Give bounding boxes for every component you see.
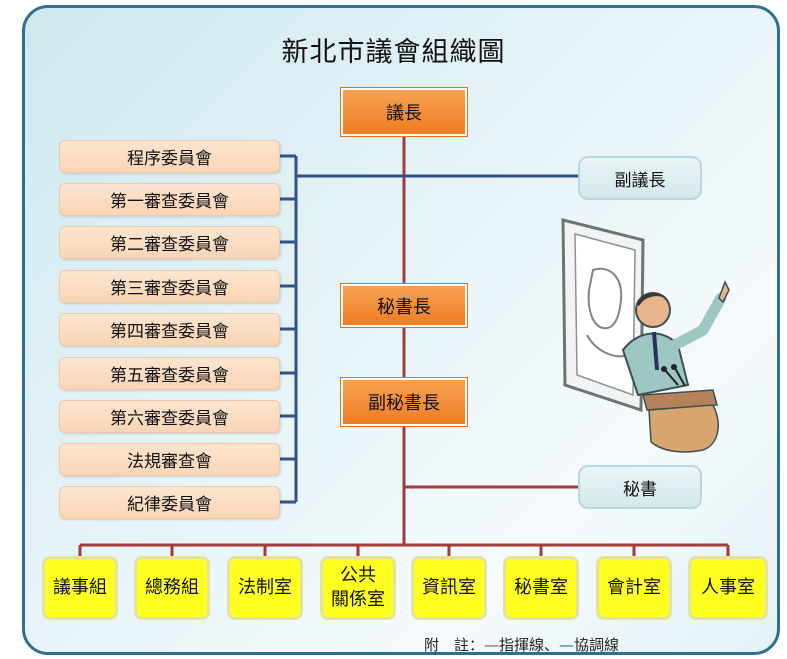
deputy-secretary-general-box: 副秘書長 — [341, 378, 467, 426]
speaker-box: 議長 — [341, 88, 467, 136]
secretary-general-box: 秘書長 — [341, 284, 467, 327]
committee-box: 法規審查會 — [59, 443, 280, 476]
legend-coordination: 協調線 — [574, 636, 620, 654]
unit-box: 會計室 — [596, 556, 672, 620]
committee-box: 第二審查委員會 — [59, 226, 280, 259]
committee-box: 第一審查委員會 — [59, 183, 280, 216]
unit-box: 議事組 — [42, 556, 118, 620]
legend-prefix: 附 註： — [424, 636, 485, 654]
command-line-swatch: — — [484, 636, 500, 654]
legend-separator: 、 — [544, 636, 560, 654]
legend-command: 指揮線 — [499, 636, 545, 654]
committee-box: 第五審查委員會 — [59, 357, 280, 390]
coordination-line-swatch: — — [559, 636, 575, 654]
committee-box: 第六審查委員會 — [59, 400, 280, 433]
unit-box: 秘書室 — [503, 556, 579, 620]
committee-box: 第三審查委員會 — [59, 270, 280, 303]
committee-box: 程序委員會 — [59, 140, 280, 173]
chart-title: 新北市議會組織圖 — [281, 37, 506, 68]
committee-box: 第四審查委員會 — [59, 313, 280, 346]
secretary-box: 秘書 — [578, 465, 702, 509]
deputy-speaker-box: 副議長 — [578, 156, 702, 200]
unit-box: 公共 關係室 — [320, 556, 396, 620]
unit-box: 資訊室 — [411, 556, 487, 620]
unit-box: 人事室 — [688, 556, 768, 620]
legend-note: 附 註：—指揮線、—協調線 — [424, 634, 619, 655]
unit-box: 法制室 — [227, 556, 303, 620]
unit-box: 總務組 — [134, 556, 210, 620]
committee-box: 紀律委員會 — [59, 486, 280, 519]
speaker-at-podium-illustration — [561, 218, 730, 453]
